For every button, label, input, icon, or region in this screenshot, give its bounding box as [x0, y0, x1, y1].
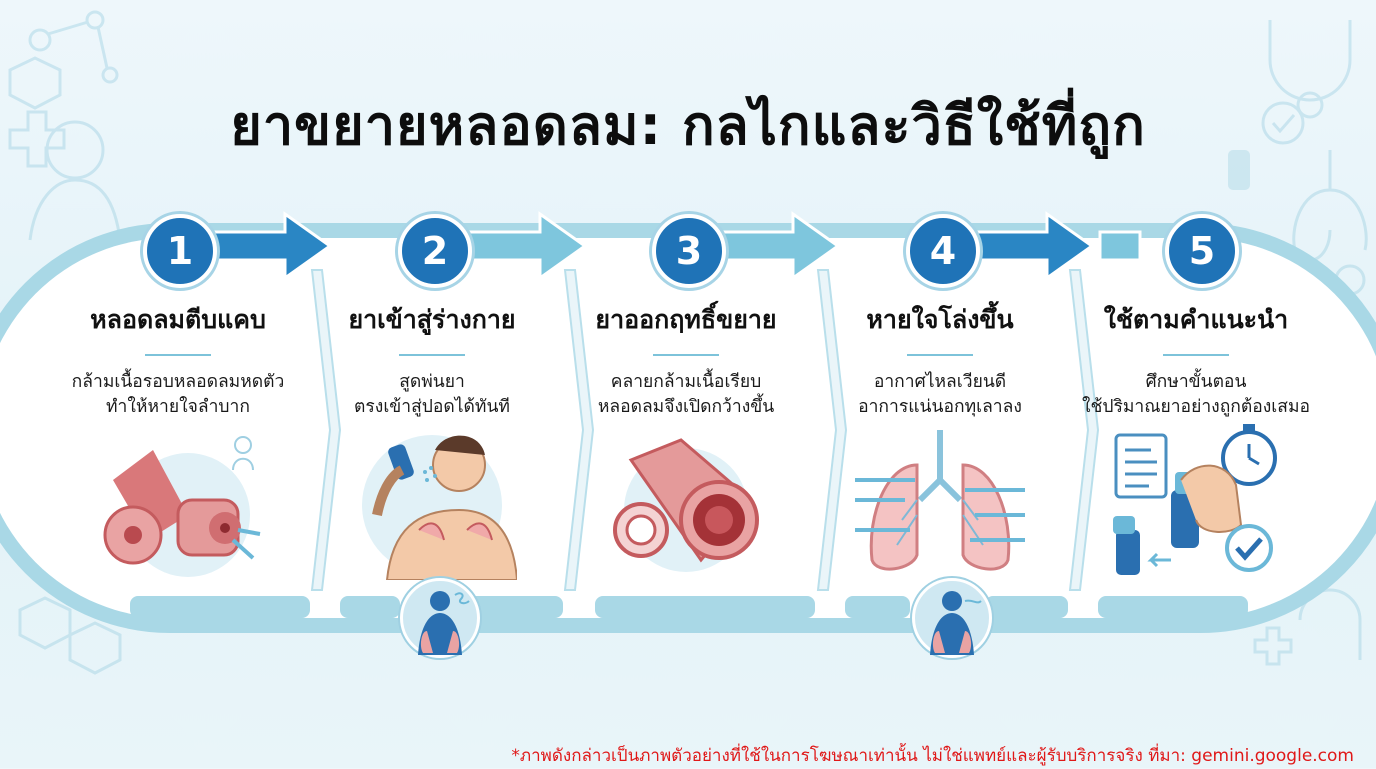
separator-2 — [563, 269, 595, 591]
disclaimer-text: *ภาพดังกล่าวเป็นภาพตัวอย่างที่ใช้ในการโฆ… — [511, 746, 1354, 766]
step-5-panel: ใช้ตามคำแนะนำ ศึกษาขั้นตอน ใช้ปริมาณยาอย… — [1076, 270, 1316, 600]
step-1-number-badge: 1 — [143, 214, 217, 288]
page-title: ยาขยายหลอดลม: กลไกและวิธีใช้ที่ถูก — [230, 94, 1146, 157]
divider — [653, 354, 719, 356]
step-5-title: ใช้ตามคำแนะนำ — [1103, 305, 1289, 334]
separator-4 — [1068, 269, 1100, 591]
step-3-description: คลายกล้ามเนื้อเรียบ หลอดลมจึงเปิดกว้างขึ… — [597, 372, 775, 417]
divider — [1163, 354, 1229, 356]
step-2-title: ยาเข้าสู่ร่างกาย — [348, 305, 516, 334]
step-4-description: อากาศไหลเวียนดี อาการแน่นอกทุเลาลง — [858, 372, 1022, 417]
step-5-number-badge: 5 — [1165, 214, 1239, 288]
step-1-description: กล้ามเนื้อรอบหลอดลมหดตัว ทำให้หายใจลำบาก — [71, 372, 285, 417]
step-1-panel: หลอดลมตีบแคบ กล้ามเนื้อรอบหลอดลมหดตัว ทำ… — [58, 270, 298, 600]
person-using-inhaler-icon — [362, 435, 517, 580]
step-1-title: หลอดลมตีบแคบ — [90, 305, 266, 334]
separator-1 — [310, 269, 342, 591]
arrow-5 — [1098, 230, 1142, 262]
molecule-icon — [28, 28, 52, 52]
checkmark-icon — [1225, 524, 1273, 572]
lungs-airflow-icon — [855, 430, 1025, 571]
step-2-description: สูดพ่นยา ตรงเข้าสู่ปอดได้ทันที — [354, 372, 510, 417]
step-5-description: ศึกษาขั้นตอน ใช้ปริมาณยาอย่างถูกต้องเสมอ — [1081, 372, 1311, 417]
divider — [399, 354, 465, 356]
step-4-panel: หายใจโล่งขึ้น อากาศไหลเวียนดี อาการแน่นอ… — [820, 270, 1060, 600]
divider — [907, 354, 973, 356]
step-2-number-badge: 2 — [398, 214, 472, 288]
arrow-4 — [970, 211, 1095, 281]
separator-3 — [816, 269, 848, 591]
step-3-title: ยาออกฤทธิ์ขยาย — [595, 305, 777, 334]
opened-airway-icon — [613, 438, 759, 572]
airway-diagram-icon — [400, 578, 480, 658]
arrow-2 — [463, 211, 588, 281]
breathing-person-icon — [912, 578, 992, 658]
step-3-number-badge: 3 — [652, 214, 726, 288]
inhaler-instructions-icon — [1113, 424, 1277, 575]
step-4-title: หายใจโล่งขึ้น — [866, 305, 1014, 334]
divider — [145, 354, 211, 356]
check-icon — [1261, 101, 1305, 145]
step-4-number-badge: 4 — [906, 214, 980, 288]
arrow-3 — [716, 211, 841, 281]
step-3-panel: ยาออกฤทธิ์ขยาย คลายกล้ามเนื้อเรียบ หลอดล… — [566, 270, 806, 600]
arrow-1 — [208, 211, 333, 281]
narrowed-airway-icon — [103, 436, 261, 577]
step-2-panel: ยาเข้าสู่ร่างกาย สูดพ่นยา ตรงเข้าสู่ปอดไ… — [312, 270, 552, 600]
